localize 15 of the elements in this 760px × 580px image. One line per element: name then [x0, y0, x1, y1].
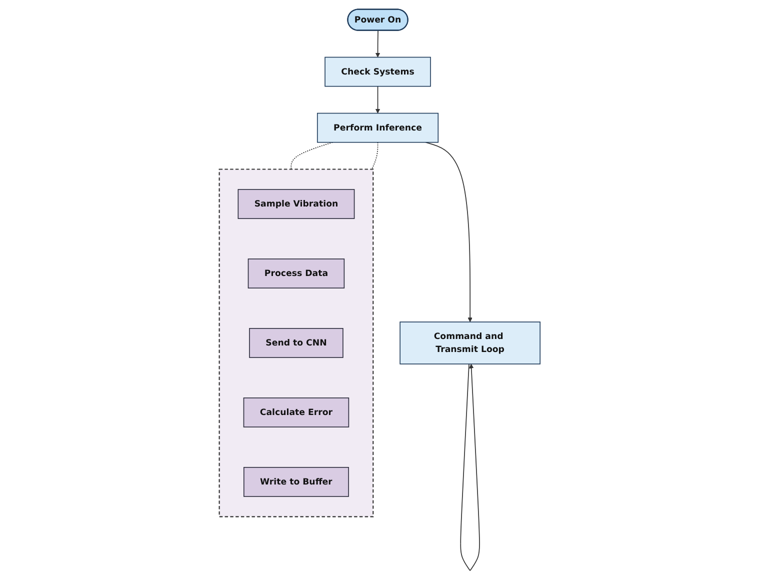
node-box: Write to Buffer: [244, 467, 350, 497]
node-box: Send to CNN: [249, 328, 344, 358]
node-box: Calculate Error: [244, 398, 350, 428]
cluster: [219, 168, 374, 518]
node-box: Process Data: [248, 258, 345, 288]
node-box: Command and Transmit Loop: [400, 322, 541, 364]
arrow: [376, 86, 380, 114]
arrow: [460, 364, 480, 572]
arrow: [426, 142, 473, 322]
node-box: Check Systems: [324, 56, 432, 87]
node-box: Perform Inference: [317, 112, 439, 143]
connector: [372, 142, 378, 170]
connector: [291, 142, 334, 170]
arrow: [376, 30, 380, 58]
node-box: Sample Vibration: [238, 189, 355, 219]
